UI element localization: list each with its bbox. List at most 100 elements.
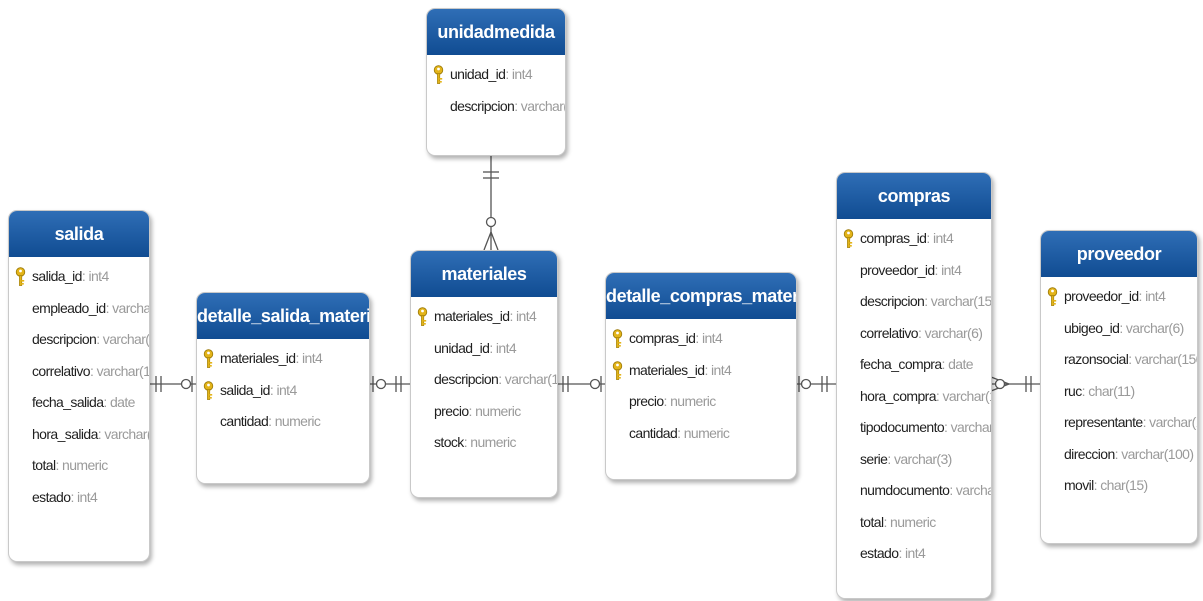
column-name: unidad_id bbox=[434, 339, 490, 356]
relationship-proveedor-to-compras[interactable] bbox=[990, 376, 1040, 392]
column-type: : int4 bbox=[1138, 288, 1166, 304]
primary-key-column-row[interactable]: compras_id: int4 bbox=[837, 223, 991, 255]
column-name: tipodocumento bbox=[860, 419, 945, 435]
relationship-unidadmedida-to-materiales[interactable] bbox=[483, 154, 499, 251]
column-type: : numeric bbox=[468, 402, 522, 419]
column-name: hora_salida bbox=[32, 425, 98, 442]
column-row[interactable]: serie: varchar(3) bbox=[837, 444, 991, 476]
column-row[interactable]: ruc: char(11) bbox=[1041, 376, 1197, 408]
table-title[interactable]: detalle_salida_materiales bbox=[197, 293, 369, 339]
column-row[interactable]: cantidad: numeric bbox=[197, 406, 369, 438]
primary-key-column-row[interactable]: unidad_id: int4 bbox=[427, 59, 565, 91]
column-row[interactable]: estado: int4 bbox=[9, 482, 149, 514]
column-type: : int4 bbox=[898, 545, 926, 561]
column-type: : varchar(10) bbox=[89, 362, 149, 379]
primary-key-column-row[interactable]: salida_id: int4 bbox=[9, 261, 149, 293]
column-row[interactable]: descripcion: varchar(30) bbox=[9, 324, 149, 356]
column-name: direccion bbox=[1064, 445, 1115, 462]
column-type: : varchar(30) bbox=[96, 331, 149, 347]
primary-key-column-row[interactable]: proveedor_id: int4 bbox=[1041, 281, 1197, 313]
column-name: stock bbox=[434, 434, 464, 450]
relationship-compras-to-detalle_compras_materiales[interactable] bbox=[795, 376, 836, 392]
column-name: cantidad bbox=[220, 413, 269, 429]
column-type: : int4 bbox=[489, 339, 517, 356]
column-row[interactable]: movil: char(15) bbox=[1041, 470, 1197, 502]
primary-key-icon bbox=[1047, 287, 1058, 306]
column-row[interactable]: hora_salida: varchar(15) bbox=[9, 419, 149, 451]
table-title[interactable]: compras bbox=[837, 173, 991, 219]
column-row[interactable]: total: numeric bbox=[837, 507, 991, 539]
column-type: : numeric bbox=[268, 413, 321, 429]
column-row[interactable]: tipodocumento: varchar(50) bbox=[837, 412, 991, 444]
column-row[interactable]: correlativo: varchar(6) bbox=[837, 318, 991, 350]
column-type: : int4 bbox=[934, 261, 962, 278]
column-row[interactable]: proveedor_id: int4 bbox=[837, 255, 991, 287]
column-row[interactable]: precio: numeric bbox=[606, 386, 796, 418]
column-type: : varchar(6) bbox=[917, 324, 983, 341]
column-type: : varchar(6) bbox=[949, 482, 991, 498]
column-type: : int4 bbox=[926, 230, 954, 246]
column-name: estado bbox=[860, 545, 899, 561]
column-row[interactable]: razonsocial: varchar(150) bbox=[1041, 344, 1197, 376]
column-row[interactable]: direccion: varchar(100) bbox=[1041, 439, 1197, 471]
column-row[interactable]: estado: int4 bbox=[837, 538, 991, 570]
primary-key-column-row[interactable]: materiales_id: int4 bbox=[411, 301, 557, 333]
relationship-materiales-to-detalle_salida_materiales[interactable] bbox=[368, 376, 410, 392]
column-row[interactable]: stock: numeric bbox=[411, 427, 557, 459]
relationship-salida-to-detalle_salida_materiales[interactable] bbox=[148, 376, 196, 392]
column-row[interactable]: hora_compra: varchar(15) bbox=[837, 381, 991, 413]
column-type: : varchar(15) bbox=[935, 387, 991, 404]
primary-key-column-row[interactable]: materiales_id: int4 bbox=[606, 355, 796, 387]
column-row[interactable]: descripcion: varchar(15) bbox=[427, 91, 565, 123]
column-type: : numeric bbox=[663, 393, 717, 409]
primary-key-column-row[interactable]: salida_id: int4 bbox=[197, 375, 369, 407]
column-name: descripcion bbox=[32, 331, 97, 347]
table-title[interactable]: salida bbox=[9, 211, 149, 257]
column-name: estado bbox=[32, 488, 71, 505]
column-name: numdocumento bbox=[860, 482, 950, 498]
column-name: razonsocial bbox=[1064, 351, 1129, 367]
column-row[interactable]: unidad_id: int4 bbox=[411, 333, 557, 365]
table-title[interactable]: materiales bbox=[411, 251, 557, 297]
column-row[interactable]: representante: varchar(150) bbox=[1041, 407, 1197, 439]
column-row[interactable]: cantidad: numeric bbox=[606, 418, 796, 450]
table-detalle_salida_materiales[interactable]: detalle_salida_materiales materiales_id: … bbox=[196, 292, 370, 484]
column-row[interactable]: ubigeo_id: varchar(6) bbox=[1041, 313, 1197, 345]
column-row[interactable]: fecha_compra: date bbox=[837, 349, 991, 381]
column-type: : int4 bbox=[505, 66, 533, 82]
column-type: : int4 bbox=[295, 350, 323, 366]
column-name: cantidad bbox=[629, 424, 678, 441]
column-row[interactable]: correlativo: varchar(10) bbox=[9, 356, 149, 388]
table-title[interactable]: unidadmedida bbox=[427, 9, 565, 55]
column-name: fecha_salida bbox=[32, 394, 104, 410]
column-row[interactable]: descripcion: varchar(150) bbox=[837, 286, 991, 318]
column-row[interactable]: descripcion: varchar(120) bbox=[411, 364, 557, 396]
table-title[interactable]: detalle_compras_materiales bbox=[606, 273, 796, 319]
primary-key-column-row[interactable]: compras_id: int4 bbox=[606, 323, 796, 355]
column-row[interactable]: empleado_id: varchar(... bbox=[9, 293, 149, 325]
table-title[interactable]: proveedor bbox=[1041, 231, 1197, 277]
column-type: : int4 bbox=[695, 330, 723, 346]
column-type: : varchar(150) bbox=[1142, 414, 1197, 430]
column-name: salida_id bbox=[220, 381, 270, 398]
column-name: precio bbox=[629, 393, 664, 409]
column-row[interactable]: precio: numeric bbox=[411, 396, 557, 428]
column-row[interactable]: numdocumento: varchar(6) bbox=[837, 475, 991, 507]
relationship-materiales-to-detalle_compras_materiales[interactable] bbox=[556, 376, 605, 392]
column-row[interactable]: fecha_salida: date bbox=[9, 387, 149, 419]
primary-key-column-row[interactable]: materiales_id: int4 bbox=[197, 343, 369, 375]
table-detalle_compras_materiales[interactable]: detalle_compras_materiales compras_id: in… bbox=[605, 272, 797, 480]
primary-key-icon bbox=[203, 380, 214, 400]
column-row[interactable]: total: numeric bbox=[9, 450, 149, 482]
column-name: fecha_compra bbox=[860, 356, 942, 372]
